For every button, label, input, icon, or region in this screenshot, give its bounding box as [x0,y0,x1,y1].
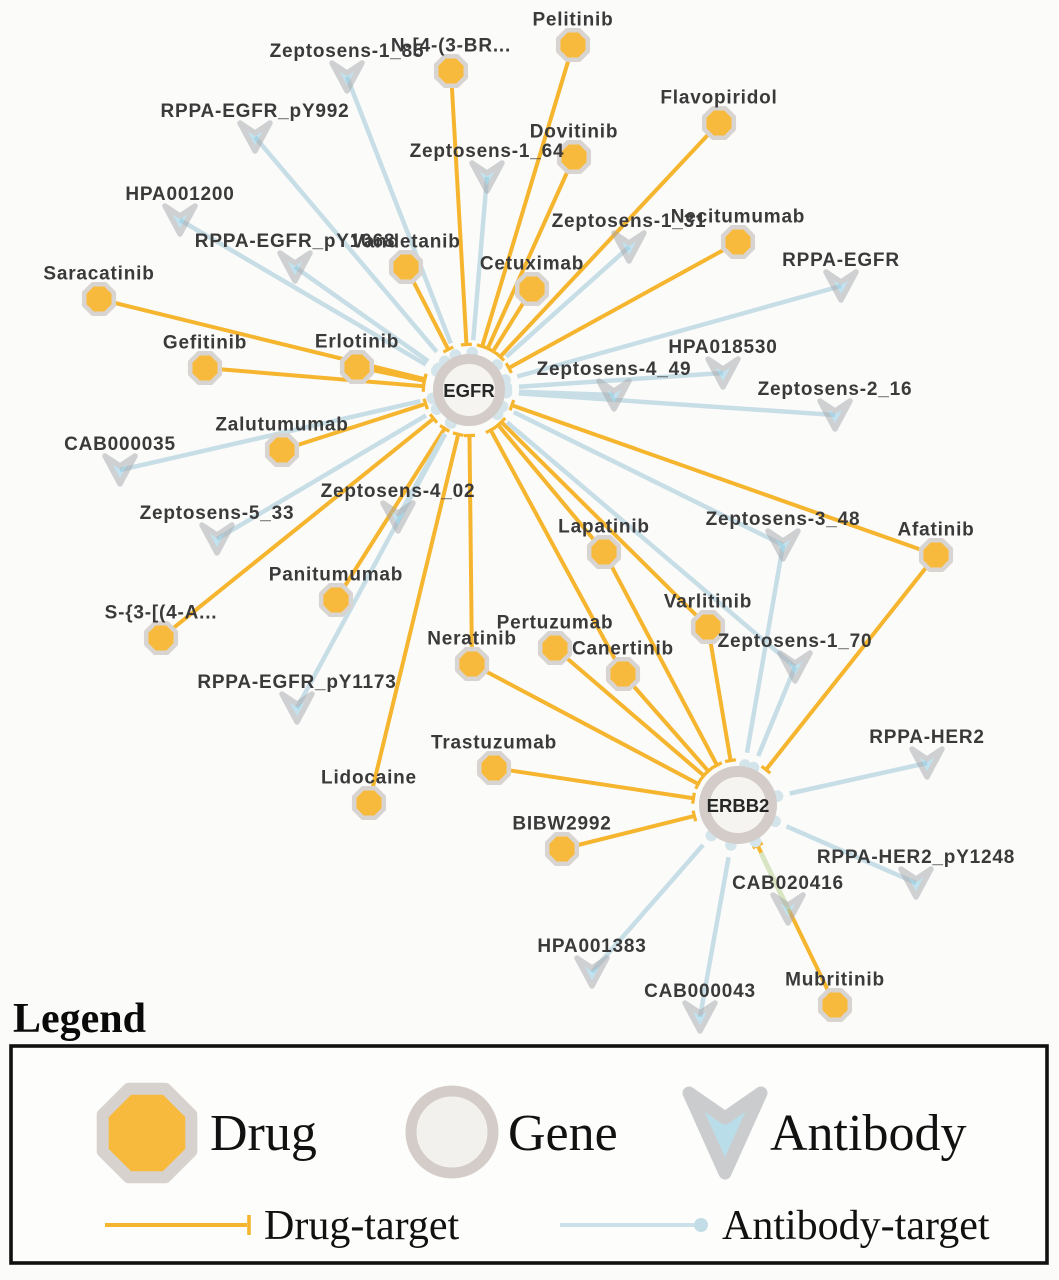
svg-text:Dovitinib: Dovitinib [530,122,618,143]
svg-text:Zeptosens-4_02: Zeptosens-4_02 [321,481,476,502]
svg-text:Varlitinib: Varlitinib [664,592,752,613]
svg-text:HPA001383: HPA001383 [537,936,646,957]
svg-text:Zeptosens-2_16: Zeptosens-2_16 [758,379,913,400]
svg-text:Zalutumumab: Zalutumumab [215,415,348,436]
svg-text:Gene: Gene [508,1105,618,1162]
svg-text:HPA001200: HPA001200 [125,184,234,205]
svg-text:RPPA-HER2_pY1248: RPPA-HER2_pY1248 [817,847,1015,868]
svg-text:Saracatinib: Saracatinib [43,264,154,285]
svg-text:Canertinib: Canertinib [572,639,674,660]
svg-text:S-{3-[(4-A...: S-{3-[(4-A... [105,603,218,624]
svg-text:Necitumumab: Necitumumab [671,207,805,228]
svg-text:Erlotinib: Erlotinib [315,332,399,353]
svg-text:Antibody: Antibody [770,1105,966,1162]
svg-text:Lidocaine: Lidocaine [321,768,417,789]
svg-text:Zeptosens-5_33: Zeptosens-5_33 [140,503,295,524]
svg-text:RPPA-EGFR_pY1068: RPPA-EGFR_pY1068 [195,231,395,252]
svg-text:Flavopiridol: Flavopiridol [660,88,777,109]
svg-text:CAB000035: CAB000035 [64,434,176,455]
svg-text:Drug-target: Drug-target [264,1203,459,1249]
svg-text:BIBW2992: BIBW2992 [512,814,611,835]
svg-text:HPA018530: HPA018530 [668,337,777,358]
svg-text:Zeptosens-1_64: Zeptosens-1_64 [410,141,565,162]
svg-text:Trastuzumab: Trastuzumab [431,733,557,754]
svg-text:Zeptosens-1_85: Zeptosens-1_85 [270,41,425,62]
svg-text:Legend: Legend [13,996,146,1042]
svg-text:CAB020416: CAB020416 [732,873,844,894]
svg-text:RPPA-EGFR: RPPA-EGFR [782,250,900,271]
svg-text:CAB000043: CAB000043 [644,981,756,1002]
svg-text:Drug: Drug [210,1105,317,1162]
svg-text:Pelitinib: Pelitinib [532,10,613,31]
svg-text:RPPA-EGFR_pY1173: RPPA-EGFR_pY1173 [197,672,396,693]
svg-text:Zeptosens-4_49: Zeptosens-4_49 [537,359,692,380]
svg-text:N-[4-(3-BR...: N-[4-(3-BR... [391,36,511,57]
svg-text:EGFR: EGFR [443,380,494,401]
svg-text:Mubritinib: Mubritinib [785,970,885,991]
svg-text:Zeptosens-1_70: Zeptosens-1_70 [718,631,873,652]
svg-text:Antibody-target: Antibody-target [722,1203,990,1249]
svg-text:ERBB2: ERBB2 [707,795,770,816]
svg-text:Cetuximab: Cetuximab [480,254,584,275]
svg-text:Afatinib: Afatinib [897,520,974,541]
svg-text:RPPA-HER2: RPPA-HER2 [869,727,985,748]
svg-text:Vandetanib: Vandetanib [351,232,460,253]
svg-text:Zeptosens-3_48: Zeptosens-3_48 [706,509,861,530]
svg-text:Gefitinib: Gefitinib [163,333,247,354]
svg-text:RPPA-EGFR_pY992: RPPA-EGFR_pY992 [160,101,349,122]
svg-text:Panitumumab: Panitumumab [269,565,403,586]
svg-text:Zeptosens-1_31: Zeptosens-1_31 [552,211,707,232]
svg-text:Lapatinib: Lapatinib [558,517,650,538]
svg-text:Pertuzumab: Pertuzumab [497,613,614,634]
svg-text:Neratinib: Neratinib [427,629,517,650]
